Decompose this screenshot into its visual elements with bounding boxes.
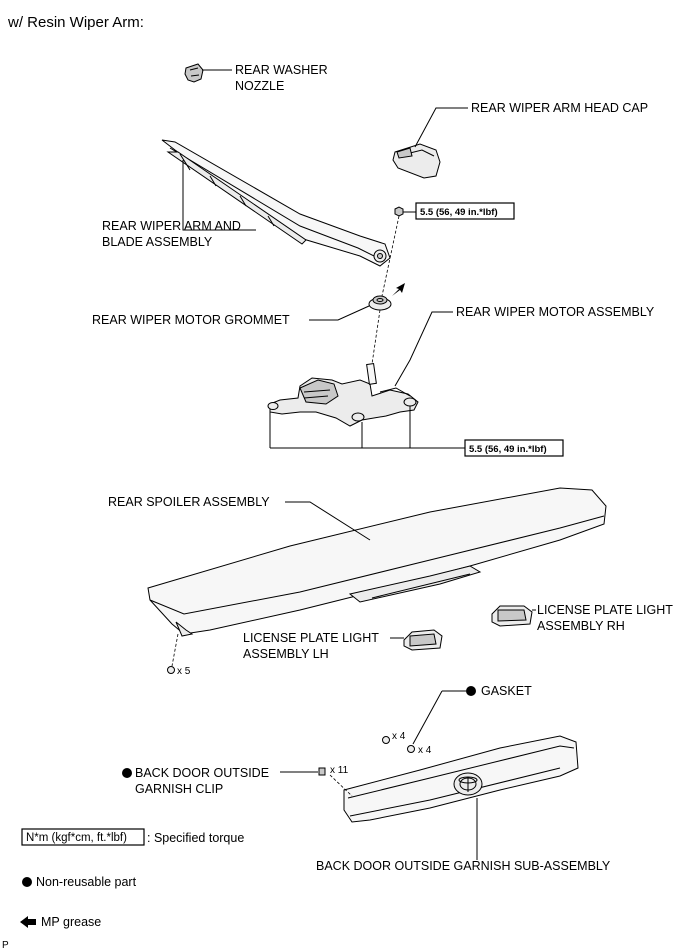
label-lp-lh-line2: ASSEMBLY LH <box>243 647 329 661</box>
label-grommet: REAR WIPER MOTOR GROMMET <box>92 313 290 327</box>
label-garnish: BACK DOOR OUTSIDE GARNISH SUB-ASSEMBLY <box>316 859 611 873</box>
torque-box-motor-bolts <box>464 439 564 457</box>
gasket-part <box>407 745 415 753</box>
rear-wiper-arm-and-blade <box>161 139 391 267</box>
rear-wiper-motor-grommet <box>368 295 392 311</box>
legend-torque-unit: N*m (kgf*cm, ft.*lbf) <box>26 832 127 844</box>
torque-value-nut: 5.5 (56, 49 in.*lbf) <box>420 207 498 218</box>
rear-spoiler-assembly <box>147 487 607 637</box>
count-spoiler-fasteners: x 5 <box>177 666 191 677</box>
leader-motor-bolts <box>269 406 465 449</box>
legend-torque-box <box>21 828 145 846</box>
legend-grease-text: MP grease <box>41 915 101 929</box>
torque-box-nut <box>415 202 515 220</box>
non-reusable-marker-clip <box>122 768 132 778</box>
count-clip-x11: x 11 <box>330 765 349 776</box>
label-washer-nozzle-line1: REAR WASHER <box>235 63 328 77</box>
assembly-axis-motor <box>371 309 381 365</box>
label-clip-line1: BACK DOOR OUTSIDE <box>135 766 269 780</box>
label-arm-blade-line2: BLADE ASSEMBLY <box>102 235 213 249</box>
label-washer-nozzle-line2: NOZZLE <box>235 79 284 93</box>
label-gasket: GASKET <box>481 684 532 698</box>
assembly-axis-spoiler <box>171 633 179 667</box>
diagram-title: w/ Resin Wiper Arm: <box>7 14 144 31</box>
leader-gasket <box>412 690 443 745</box>
assembly-axis-upper <box>381 215 400 297</box>
label-head-cap: REAR WIPER ARM HEAD CAP <box>471 101 648 115</box>
label-lp-lh-line1: LICENSE PLATE LIGHT <box>243 631 379 645</box>
rear-wiper-arm-head-cap <box>392 143 441 179</box>
assembly-axis-clip <box>329 774 353 797</box>
legend-non-reusable-text: Non-reusable part <box>36 875 137 889</box>
license-plate-light-rh <box>491 605 533 627</box>
back-door-outside-garnish <box>343 735 579 823</box>
legend-grease-arrow-icon <box>20 916 36 928</box>
footer-code: P <box>2 940 9 951</box>
leader-grommet <box>309 305 370 321</box>
leader-arm-blade <box>182 160 256 231</box>
label-motor: REAR WIPER MOTOR ASSEMBLY <box>456 305 655 319</box>
count-gasket-x4: x 4 <box>418 745 432 756</box>
garnish-nut <box>382 736 390 744</box>
label-lp-rh-line1: LICENSE PLATE LIGHT <box>537 603 673 617</box>
torque-value-motor-bolts: 5.5 (56, 49 in.*lbf) <box>469 444 547 455</box>
label-spoiler: REAR SPOILER ASSEMBLY <box>108 495 270 509</box>
rear-wiper-motor-assembly <box>267 362 419 427</box>
label-arm-blade-line1: REAR WIPER ARM AND <box>102 219 241 233</box>
spoiler-fastener <box>167 666 175 674</box>
non-reusable-marker-gasket <box>466 686 476 696</box>
label-lp-rh-line2: ASSEMBLY RH <box>537 619 625 633</box>
leader-motor <box>394 311 453 387</box>
mp-grease-arrow <box>392 283 405 296</box>
rear-washer-nozzle <box>184 63 204 83</box>
label-clip-line2: GARNISH CLIP <box>135 782 223 796</box>
license-plate-light-lh <box>403 629 443 651</box>
leader-spoiler <box>285 501 371 541</box>
arm-nut <box>394 206 404 217</box>
count-upper-x4: x 4 <box>392 731 406 742</box>
garnish-clip <box>318 767 326 776</box>
leader-head-cap <box>414 107 468 148</box>
legend-non-reusable-icon <box>22 877 32 887</box>
legend-torque-text: : Specified torque <box>147 831 244 845</box>
